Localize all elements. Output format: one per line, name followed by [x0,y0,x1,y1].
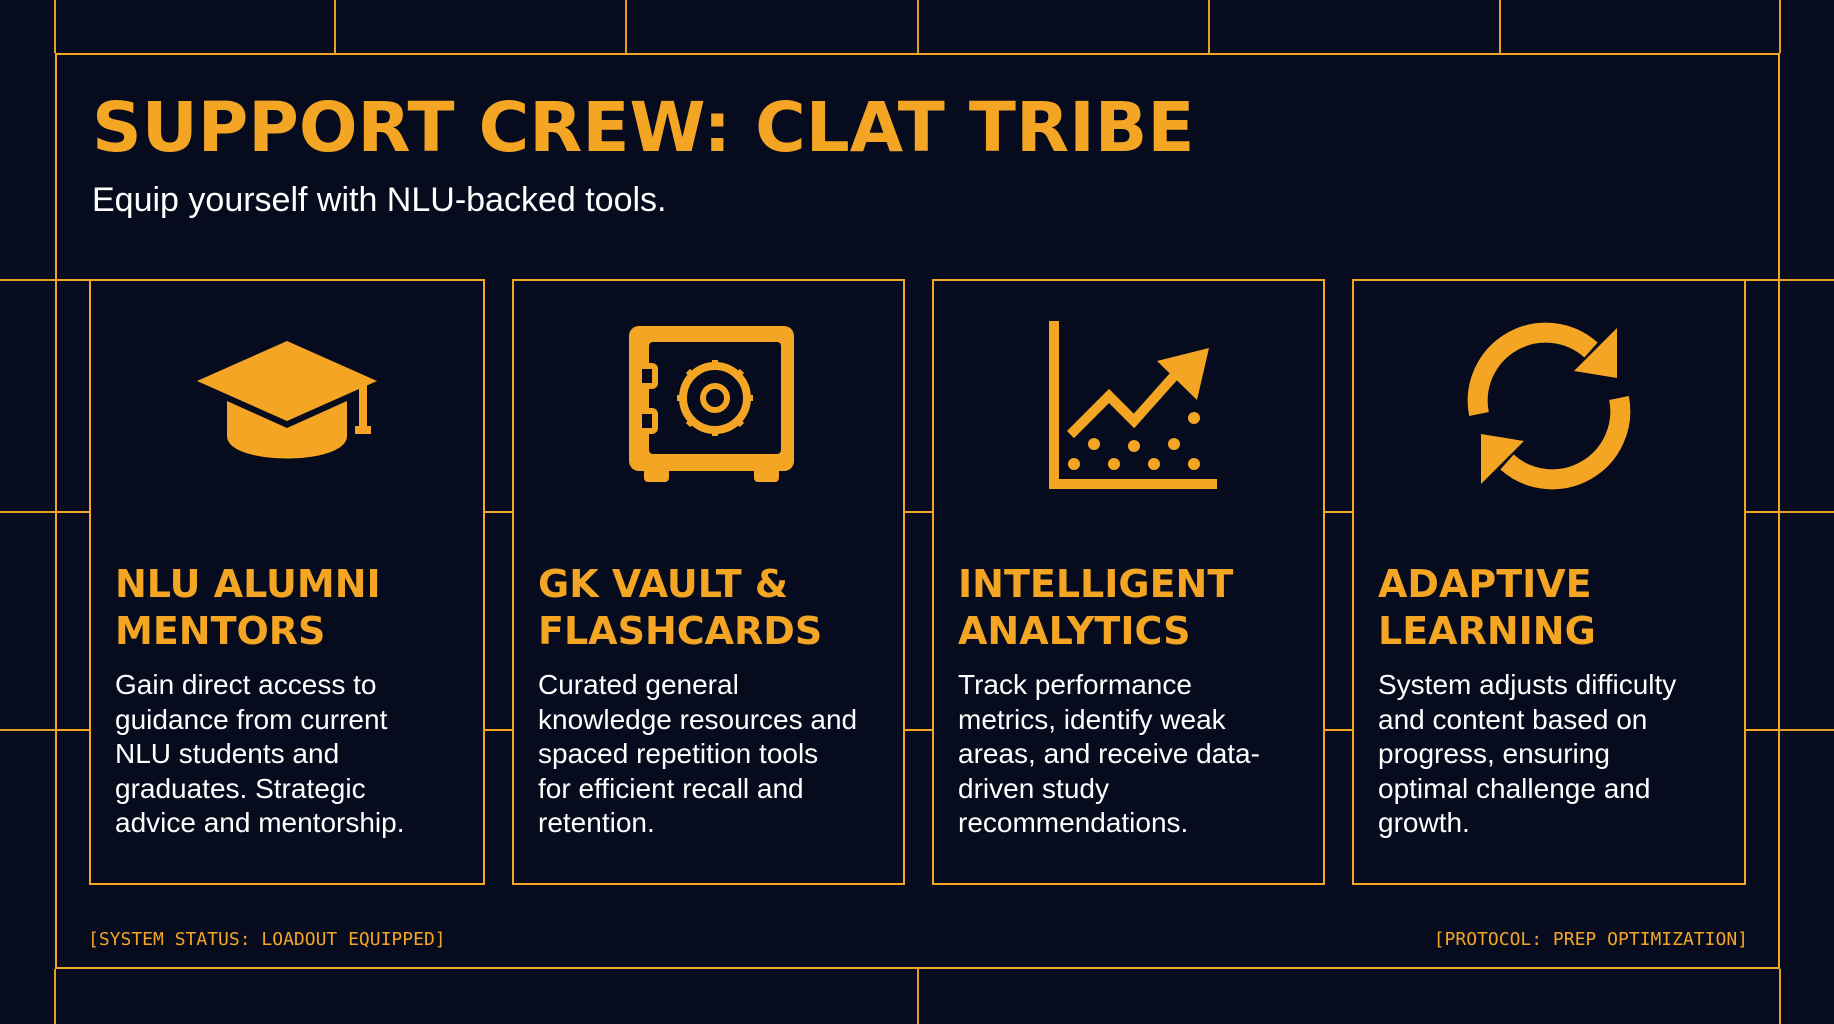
card-heading: GK VAULT & FLASHCARDS [538,562,823,653]
card-heading: ADAPTIVE LEARNING [1378,562,1596,653]
footer-protocol-status: [PROTOCOL: PREP OPTIMIZATION] [1433,929,1748,950]
slide-subtitle: Equip yourself with NLU-backed tools. [92,181,667,219]
refresh-cycle-icon [1354,316,1744,496]
graduation-cap-icon [91,316,483,496]
footer-system-status: [SYSTEM STATUS: LOADOUT EQUIPPED] [88,929,446,950]
feature-card-analytics: INTELLIGENT ANALYTICS Track performance … [932,279,1325,885]
card-heading: NLU ALUMNI MENTORS [115,562,381,653]
card-description: Track performance metrics, identify weak… [958,669,1260,838]
analytics-chart-icon [934,316,1323,496]
safe-vault-icon [514,316,903,496]
card-description: Gain direct access to guidance from curr… [115,669,405,838]
feature-card-adaptive-learning: ADAPTIVE LEARNING System adjusts difficu… [1352,279,1746,885]
feature-card-gk-vault: GK VAULT & FLASHCARDS Curated general kn… [512,279,905,885]
feature-card-alumni-mentors: NLU ALUMNI MENTORS Gain direct access to… [89,279,485,885]
card-heading: INTELLIGENT ANALYTICS [958,562,1234,653]
slide-title: SUPPORT CREW: CLAT TRIBE [92,88,1195,168]
card-description: Curated general knowledge resources and … [538,669,858,838]
card-description: System adjusts difficulty and content ba… [1378,669,1677,838]
